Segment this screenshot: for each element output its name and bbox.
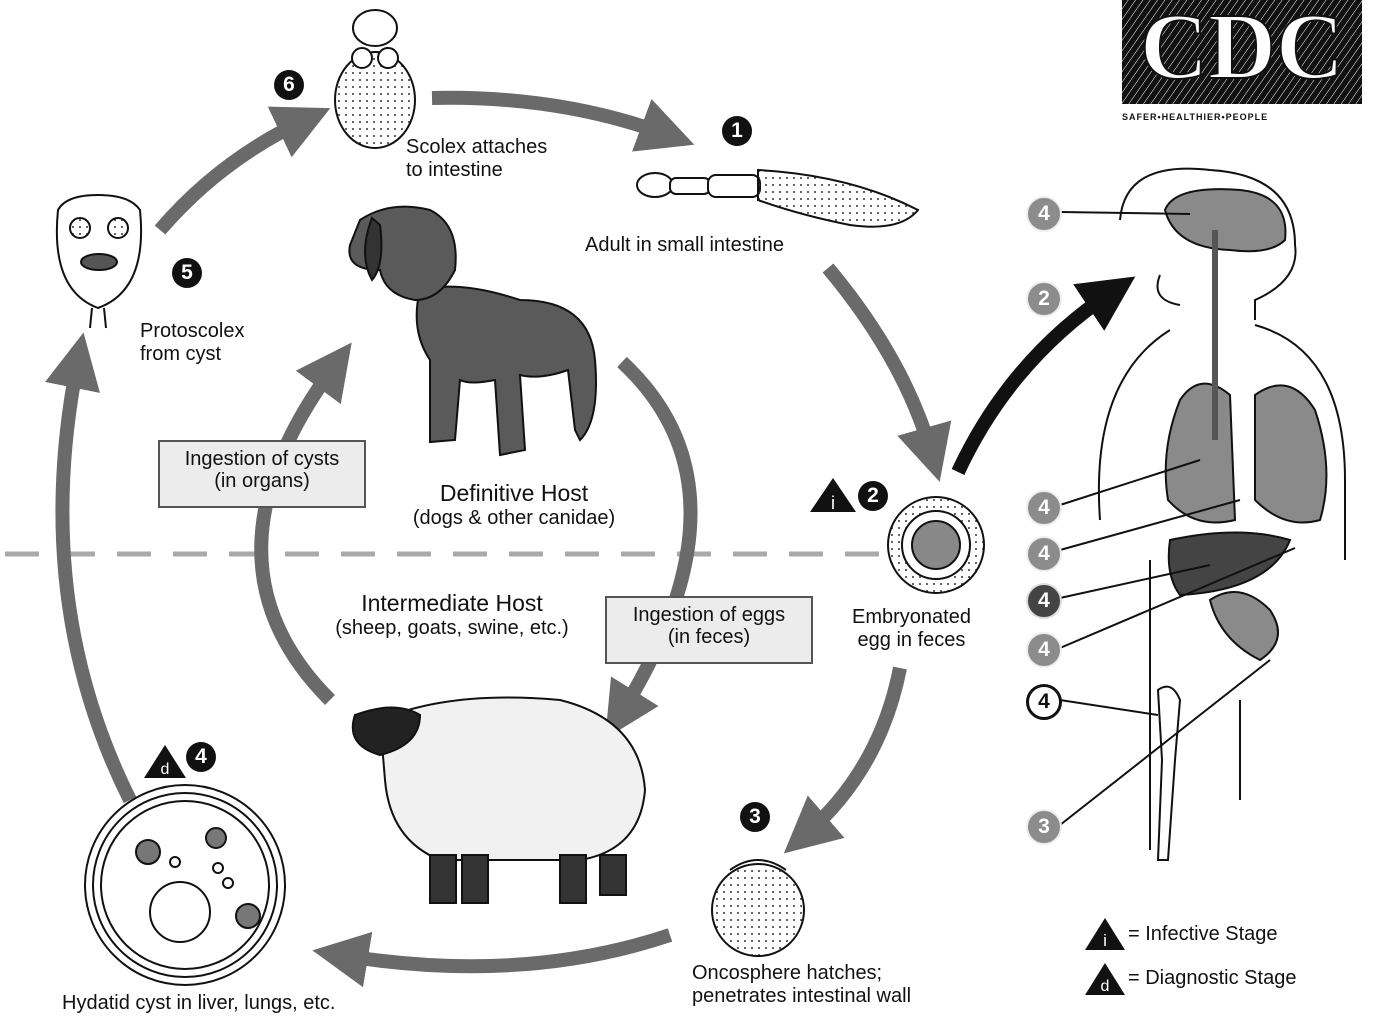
definitive-host-label: Definitive Host (dogs & other canidae) <box>396 480 632 530</box>
svg-text:d: d <box>1101 978 1110 995</box>
legend-diagnostic-icon: d <box>1085 963 1125 995</box>
svg-text:CDC: CDC <box>1140 0 1344 99</box>
protoscolex-illustration <box>57 195 141 328</box>
arrow-to-human <box>958 292 1112 472</box>
scolex-illustration <box>335 10 415 148</box>
arrow-2-to-3 <box>805 668 900 835</box>
arrow-6-to-1 <box>432 98 668 135</box>
human-marker-bone: 4 <box>1026 684 1062 720</box>
dog-illustration <box>349 207 596 455</box>
stage-5-number: 5 <box>172 258 202 288</box>
svg-text:d: d <box>161 761 170 778</box>
human-body-illustration <box>1099 169 1345 860</box>
lung-left <box>1166 384 1235 523</box>
intestine-shape <box>1210 592 1278 660</box>
stage-2-number: 2 <box>858 481 888 511</box>
stage-4-label: Hydatid cyst in liver, lungs, etc. <box>62 992 335 1015</box>
adult-worm-illustration <box>637 170 918 227</box>
arrow-5-to-6 <box>160 120 305 230</box>
svg-text:i: i <box>1103 931 1107 950</box>
human-marker-lung: 4 <box>1026 490 1062 526</box>
human-marker-heart: 4 <box>1026 536 1062 572</box>
diagnostic-stage-marker: d <box>144 745 186 778</box>
egg-illustration <box>888 497 984 593</box>
stage-1-number: 1 <box>722 116 752 146</box>
infective-stage-marker: i <box>810 478 856 513</box>
intermediate-host-label: Intermediate Host (sheep, goats, swine, … <box>316 590 588 640</box>
human-marker-2: 2 <box>1026 281 1062 317</box>
human-marker-3: 3 <box>1026 809 1062 845</box>
legend-infective-icon: i <box>1085 918 1125 950</box>
lung-right <box>1255 385 1326 522</box>
femur-shape <box>1158 687 1180 860</box>
stage-6-number: 6 <box>274 70 304 100</box>
arrow-3-to-4 <box>340 935 670 966</box>
human-marker-spleen: 4 <box>1026 632 1062 668</box>
cdc-logo: CDC <box>1122 0 1362 104</box>
stage-4-number: 4 <box>186 742 216 772</box>
ingestion-cysts-box: Ingestion of cysts(in organs) <box>158 440 366 508</box>
sheep-illustration <box>353 698 645 904</box>
oncosphere-illustration <box>712 860 804 956</box>
stage-3-label: Oncosphere hatches;penetrates intestinal… <box>692 962 911 1008</box>
stage-3-number: 3 <box>740 802 770 832</box>
human-marker-brain: 4 <box>1026 196 1062 232</box>
brain-shape <box>1165 189 1285 251</box>
legend-diagnostic-text: = Diagnostic Stage <box>1128 966 1296 990</box>
arrow-1-to-2 <box>828 268 932 455</box>
human-marker-liver: 4 <box>1026 583 1062 619</box>
stage-1-label: Adult in small intestine <box>585 234 784 257</box>
cdc-tagline: SAFER•HEALTHIER•PEOPLE <box>1122 112 1268 122</box>
legend-infective-text: = Infective Stage <box>1128 922 1278 946</box>
arrow-4-to-5 <box>62 360 130 800</box>
svg-text:i: i <box>831 493 835 513</box>
arrow-sheep-to-dog <box>261 365 335 700</box>
ingestion-eggs-box: Ingestion of eggs(in feces) <box>605 596 813 664</box>
liver-shape <box>1169 533 1290 596</box>
hydatid-cyst-illustration <box>85 785 285 985</box>
